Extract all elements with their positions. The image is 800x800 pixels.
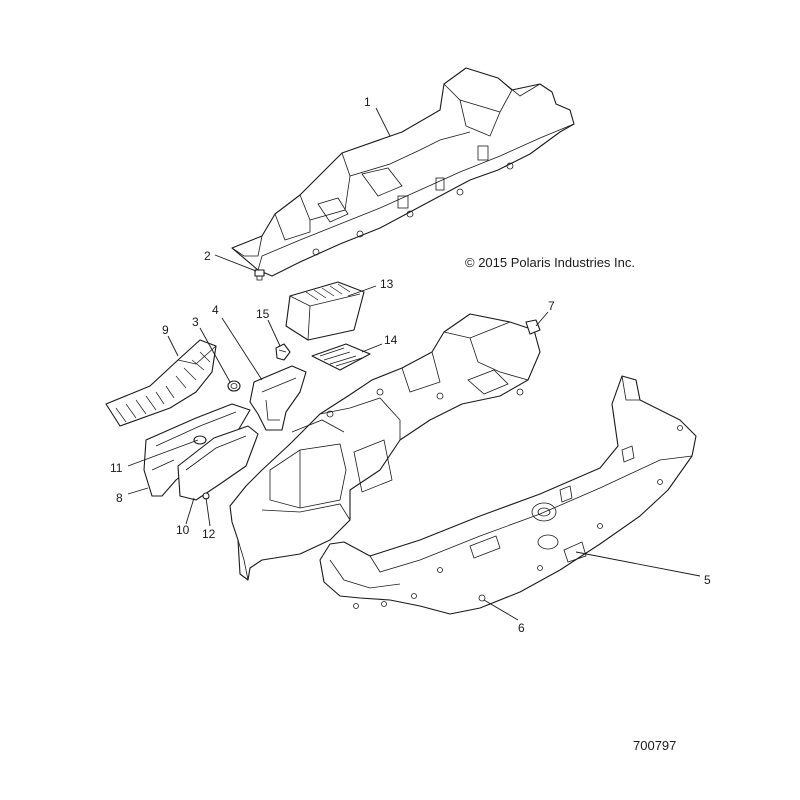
part-13-storage-bin: [285, 281, 365, 341]
copyright-notice: © 2015 Polaris Industries Inc.: [465, 255, 635, 270]
part-5-lower-panel: [319, 375, 697, 615]
part-2-fastener: [254, 269, 265, 281]
callout-6: 6: [518, 621, 525, 635]
callout-labels: 1 2 13 15 4 3 9 14 7 11 8 10 12 5 6: [110, 95, 711, 635]
callout-5: 5: [704, 573, 711, 587]
part-9-mat: [105, 339, 217, 427]
dash-support-structure: [229, 313, 541, 581]
part-4-bracket: [249, 365, 307, 431]
callout-9: 9: [162, 323, 169, 337]
part-10-seal: [177, 425, 259, 501]
callout-14: 14: [384, 333, 398, 347]
part-7-bracket: [525, 319, 541, 335]
callout-15: 15: [256, 307, 270, 321]
leader-lines: [127, 107, 701, 621]
part-11-latch: [193, 435, 207, 445]
part-15-clip: [275, 343, 291, 361]
drawing-number: 700797: [633, 738, 677, 753]
part-14-bin-mat: [311, 343, 371, 371]
callout-11: 11: [110, 461, 123, 475]
callout-10: 10: [176, 523, 190, 537]
callout-7: 7: [548, 299, 555, 313]
callout-2: 2: [204, 249, 211, 263]
callout-4: 4: [212, 303, 219, 317]
callout-1: 1: [364, 95, 371, 109]
callout-3: 3: [192, 315, 199, 329]
callout-13: 13: [380, 277, 394, 291]
callout-8: 8: [116, 491, 123, 505]
callout-12: 12: [202, 527, 216, 541]
part-3-grommet: [227, 380, 241, 392]
part-1-upper-dash-cover: [231, 67, 575, 277]
